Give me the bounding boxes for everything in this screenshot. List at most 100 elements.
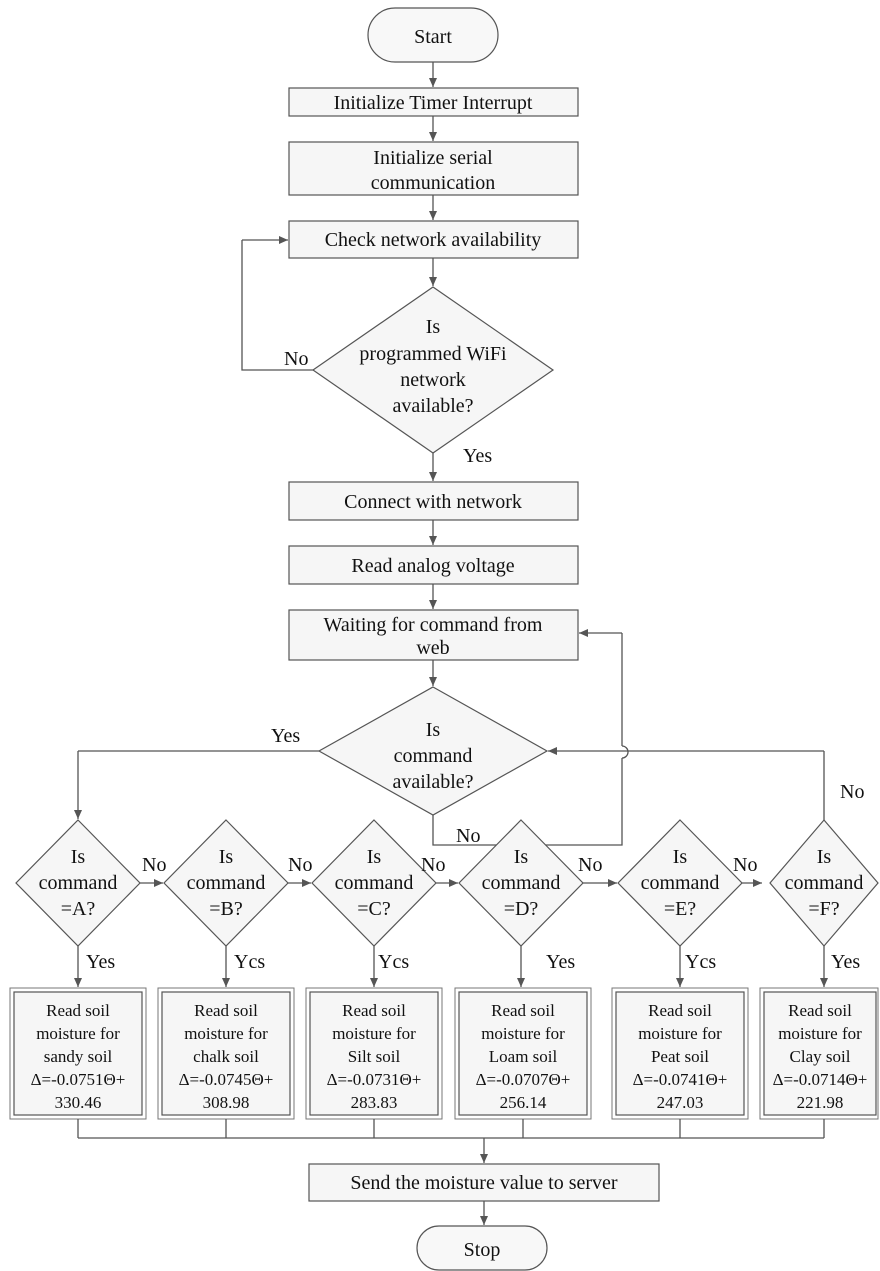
wifi-question-line-4: available? — [392, 395, 473, 417]
read-d-line-5: 256.14 — [500, 1093, 547, 1112]
decision-f: Is command =F? — [769, 819, 879, 947]
command-decision: Is command available? — [317, 686, 549, 816]
read-box-e: Read soil moisture for Peat soil Δ=-0.07… — [611, 987, 749, 1120]
decision-c: Is command =C? — [311, 819, 437, 947]
command-question-line-1: Is — [426, 719, 441, 741]
decision-f-line-3: =F? — [808, 898, 839, 920]
decision-c-line-3: =C? — [357, 898, 391, 920]
decision-d: Is command =D? — [458, 819, 584, 947]
decision-f-line-2: command — [785, 872, 864, 894]
e-yes-label: Ycs — [685, 951, 716, 973]
decision-e-line-1: Is — [673, 846, 688, 868]
read-e-line-5: 247.03 — [657, 1093, 704, 1112]
c-no-label: No — [421, 854, 445, 876]
wifi-decision: Is programmed WiFi network available? — [311, 286, 555, 454]
wifi-question-line-3: network — [400, 369, 466, 391]
waiting-line-2: web — [416, 637, 449, 659]
read-b-line-5: 308.98 — [203, 1093, 250, 1112]
b-yes-label: Ycs — [234, 951, 265, 973]
decision-b-line-2: command — [187, 872, 266, 894]
read-c-line-2: moisture for — [332, 1024, 416, 1043]
read-box-f: Read soil moisture for Clay soil Δ=-0.07… — [759, 987, 879, 1120]
decision-f-line-1: Is — [817, 846, 832, 868]
command-yes-label: Yes — [271, 725, 300, 747]
f-no-label: No — [840, 781, 864, 803]
e-no-label: No — [733, 854, 757, 876]
init-serial-line-1: Initialize serial — [373, 147, 493, 169]
read-d-line-2: moisture for — [481, 1024, 565, 1043]
read-a-line-5: 330.46 — [55, 1093, 102, 1112]
wifi-question-line-1: Is — [426, 316, 441, 338]
read-voltage-label: Read analog voltage — [351, 555, 514, 577]
init-serial-box: Initialize serial communication — [288, 141, 579, 196]
init-timer-label: Initialize Timer Interrupt — [334, 92, 533, 114]
read-c-line-5: 283.83 — [351, 1093, 398, 1112]
read-e-line-2: moisture for — [638, 1024, 722, 1043]
read-box-a: Read soil moisture for sandy soil Δ=-0.0… — [9, 987, 147, 1120]
decision-a-line-3: =A? — [61, 898, 96, 920]
read-c-line-1: Read soil — [342, 1001, 406, 1020]
check-network-box: Check network availability — [288, 220, 579, 259]
check-network-label: Check network availability — [325, 229, 542, 251]
read-f-line-1: Read soil — [788, 1001, 852, 1020]
decision-e-line-3: =E? — [664, 898, 696, 920]
stop-terminal: Stop — [416, 1225, 548, 1271]
start-terminal: Start — [367, 7, 499, 63]
wifi-yes-label: Yes — [463, 445, 492, 467]
stop-label: Stop — [464, 1239, 501, 1261]
decision-b-line-1: Is — [219, 846, 234, 868]
a-yes-label: Yes — [86, 951, 115, 973]
read-b-line-4: Δ=-0.0745Θ+ — [179, 1070, 274, 1089]
read-box-d: Read soil moisture for Loam soil Δ=-0.07… — [454, 987, 592, 1120]
d-no-label: No — [578, 854, 602, 876]
start-label: Start — [414, 26, 452, 48]
decision-a-line-1: Is — [71, 846, 86, 868]
waiting-box: Waiting for command from web — [288, 609, 579, 661]
read-d-line-3: Loam soil — [489, 1047, 558, 1066]
read-b-line-3: chalk soil — [193, 1047, 259, 1066]
decision-e-line-2: command — [641, 872, 720, 894]
send-label: Send the moisture value to server — [350, 1172, 617, 1194]
connect-label: Connect with network — [344, 491, 522, 513]
decision-c-line-1: Is — [367, 846, 382, 868]
decision-e: Is command =E? — [617, 819, 743, 947]
connect-box: Connect with network — [288, 481, 579, 521]
a-no-label: No — [142, 854, 166, 876]
read-f-line-3: Clay soil — [790, 1047, 851, 1066]
command-question-line-3: available? — [392, 771, 473, 793]
read-a-line-4: Δ=-0.0751Θ+ — [31, 1070, 126, 1089]
read-f-line-2: moisture for — [778, 1024, 862, 1043]
read-e-line-3: Peat soil — [651, 1047, 709, 1066]
read-d-line-4: Δ=-0.0707Θ+ — [476, 1070, 571, 1089]
read-a-line-3: sandy soil — [44, 1047, 113, 1066]
read-d-line-1: Read soil — [491, 1001, 555, 1020]
init-timer-box: Initialize Timer Interrupt — [288, 87, 579, 117]
decision-a: Is command =A? — [15, 819, 141, 947]
decision-d-line-3: =D? — [504, 898, 539, 920]
b-no-label: No — [288, 854, 312, 876]
decision-d-line-2: command — [482, 872, 561, 894]
d-yes-label: Yes — [546, 951, 575, 973]
command-no-label: No — [456, 825, 480, 847]
read-c-line-3: Silt soil — [348, 1047, 401, 1066]
command-question-line-2: command — [394, 745, 473, 767]
read-a-line-1: Read soil — [46, 1001, 110, 1020]
read-box-c: Read soil moisture for Silt soil Δ=-0.07… — [305, 987, 443, 1120]
read-b-line-1: Read soil — [194, 1001, 258, 1020]
c-yes-label: Ycs — [378, 951, 409, 973]
decision-b-line-3: =B? — [209, 898, 243, 920]
wifi-no-label: No — [284, 348, 308, 370]
decision-c-line-2: command — [335, 872, 414, 894]
read-box-b: Read soil moisture for chalk soil Δ=-0.0… — [157, 987, 295, 1120]
decision-d-line-1: Is — [514, 846, 529, 868]
read-a-line-2: moisture for — [36, 1024, 120, 1043]
read-b-line-2: moisture for — [184, 1024, 268, 1043]
send-box: Send the moisture value to server — [308, 1163, 660, 1202]
read-c-line-4: Δ=-0.0731Θ+ — [327, 1070, 422, 1089]
decision-b: Is command =B? — [163, 819, 289, 947]
f-yes-label: Yes — [831, 951, 860, 973]
read-e-line-4: Δ=-0.0741Θ+ — [633, 1070, 728, 1089]
read-f-line-4: Δ=-0.0714Θ+ — [773, 1070, 868, 1089]
waiting-line-1: Waiting for command from — [324, 614, 543, 636]
